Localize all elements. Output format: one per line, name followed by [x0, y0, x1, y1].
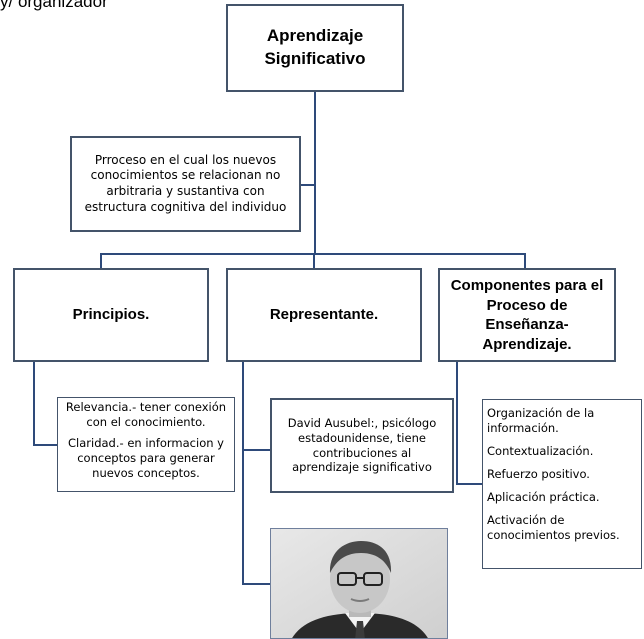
connector-principios-down [33, 362, 35, 445]
branch-principios: Principios. [13, 268, 209, 362]
connector-representante-photo [242, 583, 270, 585]
connector-componentes-down [456, 362, 458, 484]
componentes-detail-box: Organización de la información. Contextu… [482, 399, 642, 569]
branch-componentes: Componentes para el Proceso de Enseñanza… [438, 268, 616, 362]
connector-principios-across [33, 444, 57, 446]
connector-principios-drop [100, 253, 102, 268]
componente-activacion: Activación de conocimientos previos. [487, 512, 620, 542]
connector-componentes-across [456, 483, 482, 485]
portrait-illustration [271, 529, 447, 638]
branch-componentes-label: Componentes para el Proceso de Enseñanza… [450, 277, 604, 353]
root-title-line2: Significativo [264, 49, 366, 68]
connector-representante-drop [313, 253, 315, 268]
componente-refuerzo: Refuerzo positivo. [487, 466, 590, 481]
connector-root-down [314, 92, 316, 254]
representante-detail-text: David Ausubel:, psicólogo estadounidense… [287, 415, 437, 475]
ausubel-portrait-image [270, 528, 448, 639]
componente-organizacion: Organización de la información. [487, 406, 595, 435]
branch-representante: Representante. [226, 268, 422, 362]
representante-detail-box: David Ausubel:, psicólogo estadounidense… [270, 398, 454, 493]
componente-contextualizacion: Contextualización. [487, 443, 594, 458]
branch-representante-label: Representante. [269, 305, 379, 323]
principio-claridad: Claridad.- en informacion y conceptos pa… [68, 435, 224, 480]
connector-definition [301, 184, 315, 186]
principios-detail-box: Relevancia.- tener conexión con el conoc… [57, 397, 235, 492]
connector-horizontal [100, 253, 525, 255]
root-node: Aprendizaje Significativo [226, 4, 404, 92]
connector-componentes-drop [524, 253, 526, 268]
connector-representante-down [242, 362, 244, 584]
root-title-line1: Aprendizaje [266, 26, 364, 46]
branch-principios-label: Principios. [72, 305, 150, 323]
principio-relevancia: Relevancia.- tener conexión con el conoc… [65, 400, 227, 429]
definition-node: Prroceso en el cual los nuevos conocimie… [70, 136, 301, 232]
connector-representante-detail [242, 449, 270, 451]
top-fragment-text: y/ organizador [0, 0, 108, 11]
definition-text: Prroceso en el cual los nuevos conocimie… [84, 152, 287, 214]
componente-aplicacion: Aplicación práctica. [487, 489, 600, 504]
